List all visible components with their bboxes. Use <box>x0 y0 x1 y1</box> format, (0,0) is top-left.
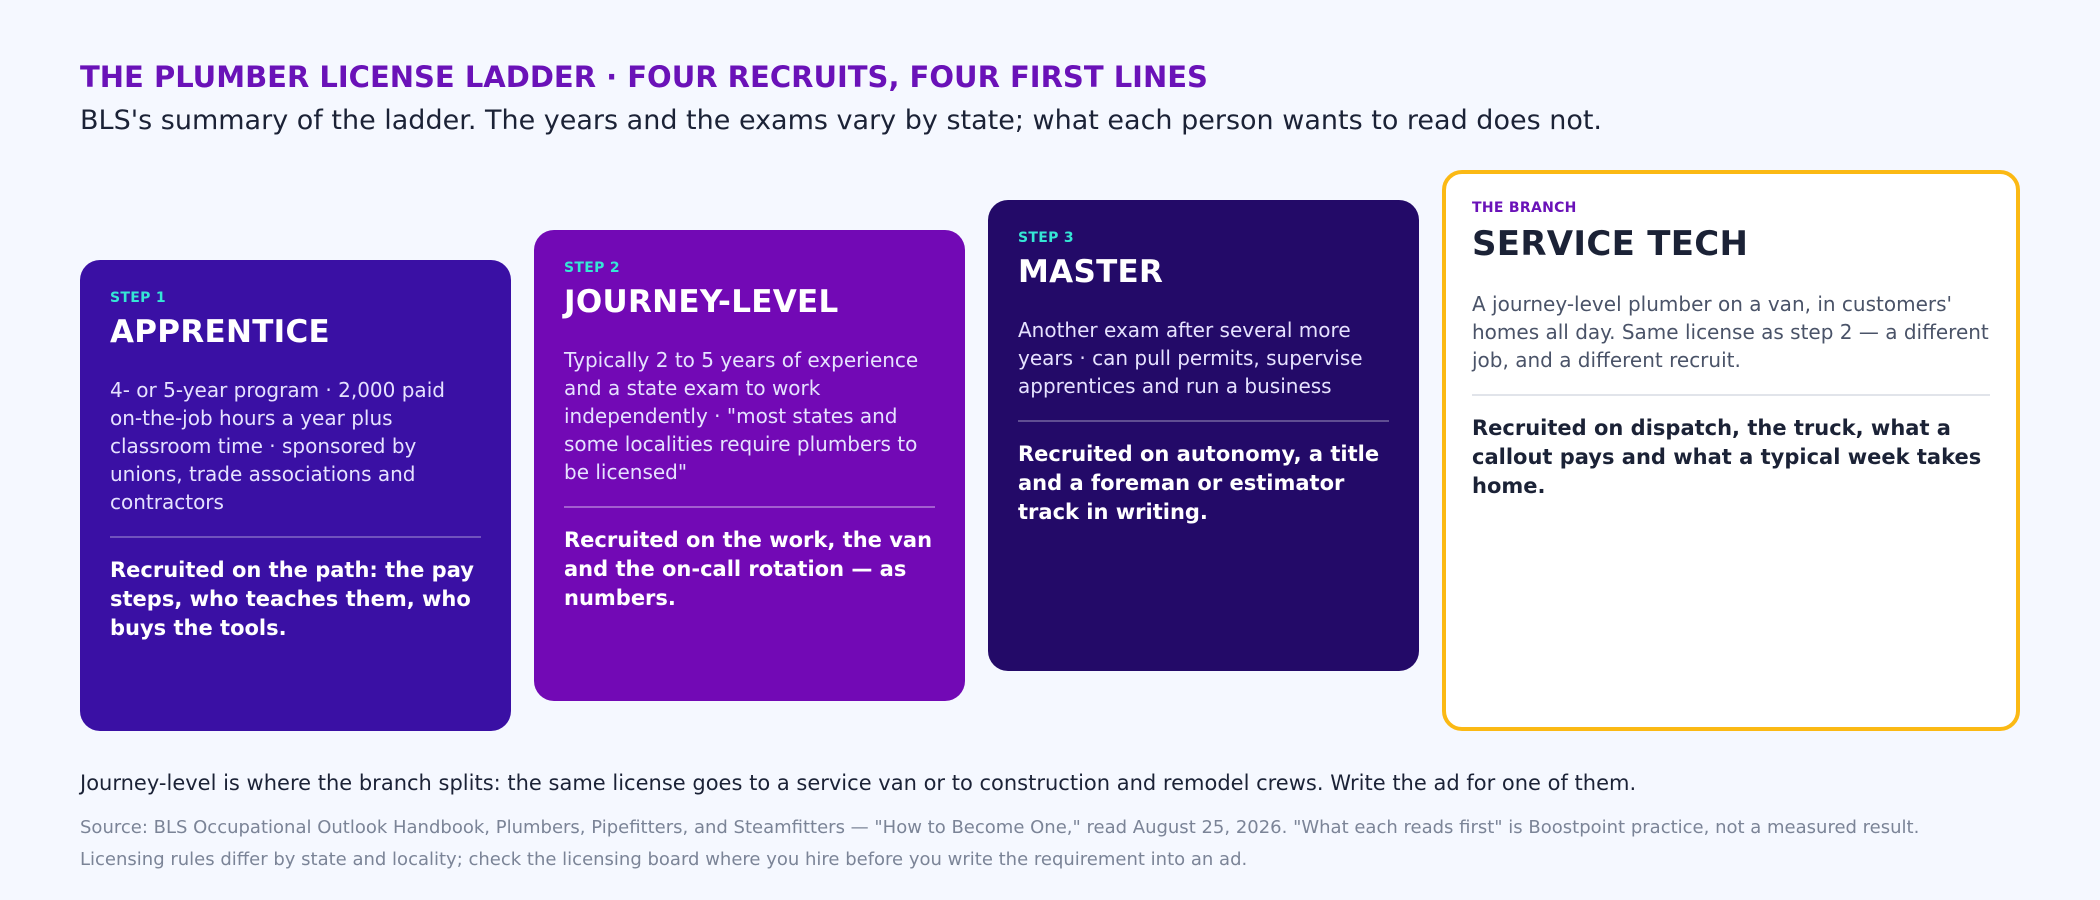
card-apprentice: STEP 1 APPRENTICE 4- or 5-year program ·… <box>80 260 511 731</box>
card-recruit-text: Recruited on autonomy, a title and a for… <box>1018 442 1380 524</box>
card-service-tech: THE BRANCH SERVICE TECH A journey-level … <box>1442 170 2020 731</box>
step-label: STEP 2 <box>564 260 620 276</box>
card-description: 4- or 5-year program · 2,000 paid on-the… <box>110 378 445 514</box>
card-description: Typically 2 to 5 years of experience and… <box>564 348 919 484</box>
source-line-2: Licensing rules differ by state and loca… <box>80 849 1248 870</box>
card-title: APPRENTICE <box>110 314 331 350</box>
card-divider <box>564 506 935 508</box>
footer-note: Journey-level is where the branch splits… <box>80 771 1637 795</box>
step-label: THE BRANCH <box>1472 200 1577 216</box>
card-description: A journey-level plumber on a van, in cus… <box>1472 292 1989 372</box>
card-title: MASTER <box>1018 254 1164 290</box>
footer-source: Source: BLS Occupational Outlook Handboo… <box>80 812 2040 876</box>
card-recruit-text: Recruited on dispatch, the truck, what a… <box>1472 416 1982 498</box>
card-recruit-text: Recruited on the path: the pay steps, wh… <box>110 558 474 640</box>
card-recruit-text: Recruited on the work, the van and the o… <box>564 528 933 610</box>
step-label: STEP 3 <box>1018 230 1074 246</box>
step-label: STEP 1 <box>110 290 166 306</box>
source-line-1: Source: BLS Occupational Outlook Handboo… <box>80 817 1920 838</box>
card-divider <box>110 536 481 538</box>
card-master: STEP 3 MASTER Another exam after several… <box>988 200 1419 671</box>
page-title: THE PLUMBER LICENSE LADDER · FOUR RECRUI… <box>80 60 1208 94</box>
card-divider <box>1018 420 1389 422</box>
card-divider <box>1472 394 1990 396</box>
page-subtitle: BLS's summary of the ladder. The years a… <box>80 105 1603 136</box>
card-title: JOURNEY-LEVEL <box>564 284 839 320</box>
card-journey-level: STEP 2 JOURNEY-LEVEL Typically 2 to 5 ye… <box>534 230 965 701</box>
card-title: SERVICE TECH <box>1472 224 1749 264</box>
card-description: Another exam after several more years · … <box>1018 318 1363 398</box>
